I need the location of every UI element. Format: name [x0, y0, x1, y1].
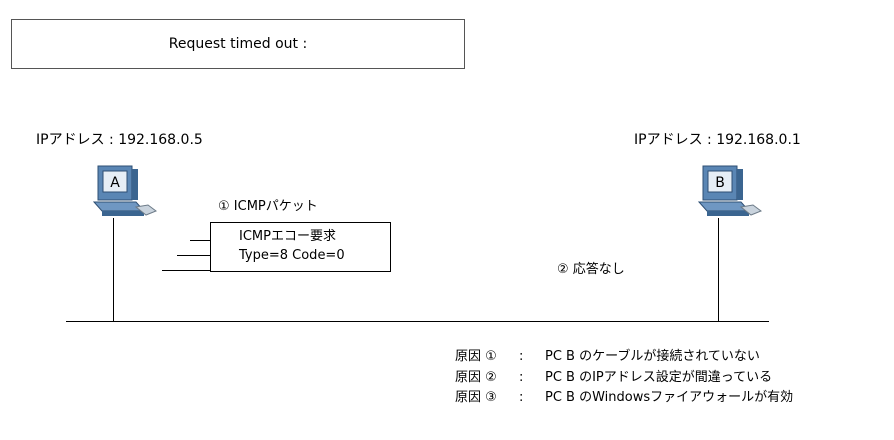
cause-item: 原因 ② : PC B のIPアドレス設定が間違っている: [455, 368, 793, 389]
icmp-packet-box: ICMPエコー要求 Type=8 Code=0: [210, 222, 391, 272]
packet-type-line: ICMPエコー要求: [239, 229, 336, 244]
host-b-ip-label: IPアドレス : 192.168.0.1: [634, 132, 801, 148]
cause-text: PC B のWindowsファイアウォールが有効: [545, 390, 794, 405]
cause-separator: :: [519, 349, 524, 364]
cause-text: PC B のケーブルが接続されていない: [545, 349, 760, 364]
host-b-letter: B: [715, 175, 725, 191]
cause-separator: :: [519, 390, 524, 405]
cause-list: 原因 ① : PC B のケーブルが接続されていない 原因 ② : PC B の…: [455, 347, 793, 409]
desktop-computer-icon: A: [92, 165, 158, 216]
cause-text: PC B のIPアドレス設定が間違っている: [545, 369, 773, 385]
desktop-computer-icon: B: [697, 165, 763, 216]
cause-label: 原因 ①: [455, 349, 497, 364]
status-title-box: Request timed out :: [11, 19, 465, 69]
no-reply-label: ② 応答なし: [557, 262, 625, 277]
host-a-ip-label: IPアドレス : 192.168.0.5: [36, 132, 203, 148]
cause-separator: :: [519, 369, 524, 385]
status-title: Request timed out :: [168, 36, 308, 52]
cause-item: 原因 ③ : PC B のWindowsファイアウォールが有効: [455, 388, 793, 409]
cause-item: 原因 ① : PC B のケーブルが接続されていない: [455, 347, 793, 368]
cause-label: 原因 ②: [455, 369, 497, 385]
packet-code-line: Type=8 Code=0: [239, 248, 345, 263]
packet-caption: ① ICMPパケット: [218, 199, 318, 214]
host-a-letter: A: [110, 175, 120, 191]
cause-label: 原因 ③: [455, 390, 497, 405]
